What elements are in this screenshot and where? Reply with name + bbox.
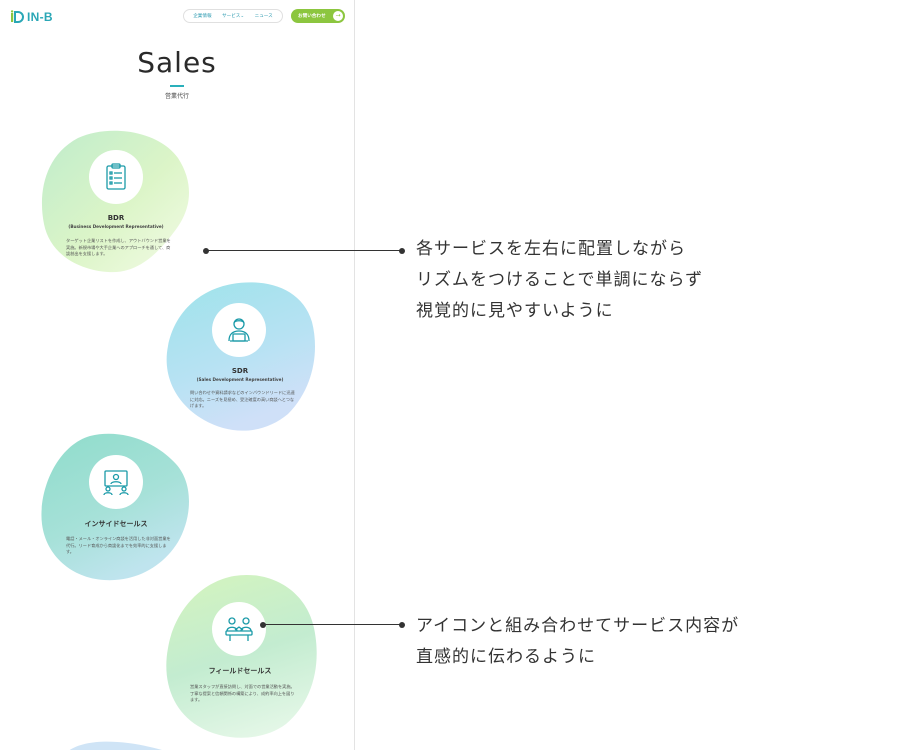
- service-icon-circle: [212, 303, 266, 357]
- page-subtitle: 営業代行: [164, 93, 189, 100]
- chevron-down-icon: ⌄: [240, 14, 245, 19]
- site-header: IN-B 企業情報 サービス⌄ ニュース お問い合わせ →: [0, 0, 354, 34]
- annotation-line-text: 直感的に伝わるように: [416, 647, 596, 667]
- logo[interactable]: IN-B: [10, 9, 53, 25]
- service-subtitle: (Sales Development Representative): [196, 377, 284, 382]
- handshake-meeting-icon: [225, 617, 253, 641]
- service-blob-field-sales: [166, 574, 317, 738]
- service-icon-circle: [89, 150, 143, 204]
- annotation-text: アイコンと組み合わせてサービス内容が 直感的に伝わるように: [416, 611, 739, 673]
- annotation-line-text: 各サービスを左右に配置しながら: [416, 239, 686, 259]
- online-meeting-icon: [103, 470, 129, 496]
- person-laptop-icon: [228, 318, 250, 342]
- annotation-line-text: アイコンと組み合わせてサービス内容が: [416, 616, 740, 636]
- clipboard-icon: [106, 163, 126, 190]
- contact-button[interactable]: お問い合わせ →: [291, 9, 345, 23]
- service-description: 問い合わせや資料請求などのインバウンドリードに迅速に対応。ニーズを見極め、受注確…: [190, 390, 295, 409]
- annotation-line-text: 視覚的に見やすいように: [416, 301, 614, 321]
- title-divider: [170, 85, 184, 87]
- logo-mark-icon: [10, 10, 24, 23]
- annotation-text: 各サービスを左右に配置しながら リズムをつけることで単調にならず 視覚的に見やす…: [416, 234, 703, 327]
- nav-item-company[interactable]: 企業情報: [193, 14, 212, 19]
- page-title: Sales: [137, 46, 217, 79]
- service-title: フィールドセールス: [208, 667, 272, 675]
- service-icon-circle: [89, 455, 143, 509]
- annotation-line: [206, 250, 402, 252]
- service-title: インサイドセールス: [84, 520, 148, 528]
- contact-button-label: お問い合わせ: [298, 14, 326, 19]
- annotation-dot: [399, 248, 405, 254]
- arrow-right-icon: →: [333, 11, 343, 21]
- annotation-line: [263, 624, 402, 626]
- service-title: SDR: [231, 367, 249, 375]
- service-description: ターゲット企業リストを作成し、アウトバウンド営業を実施。新規市場や大手企業へのア…: [66, 238, 171, 257]
- service-description: 電話・メール・オンライン商談を活用した非対面営業を代行。リード育成から商談化まで…: [66, 536, 171, 555]
- logo-text: IN-B: [27, 10, 53, 24]
- service-icon-circle: [212, 602, 266, 656]
- website-mockup: IN-B 企業情報 サービス⌄ ニュース お問い合わせ → Sales 営業代行: [0, 0, 355, 750]
- service-subtitle: (Business Development Representative): [68, 224, 164, 229]
- annotation-line-text: リズムをつけることで単調にならず: [416, 270, 704, 290]
- nav-item-news[interactable]: ニュース: [254, 14, 273, 19]
- global-nav: 企業情報 サービス⌄ ニュース: [183, 9, 283, 23]
- nav-item-service[interactable]: サービス⌄: [221, 14, 245, 19]
- annotation-dot: [399, 622, 405, 628]
- service-description: 営業スタッフが直接訪問し、対面での営業活動を実施。丁寧な提案と信頼関係の構築によ…: [190, 684, 295, 703]
- service-blob-partial: [69, 741, 162, 750]
- service-title: BDR: [107, 214, 125, 222]
